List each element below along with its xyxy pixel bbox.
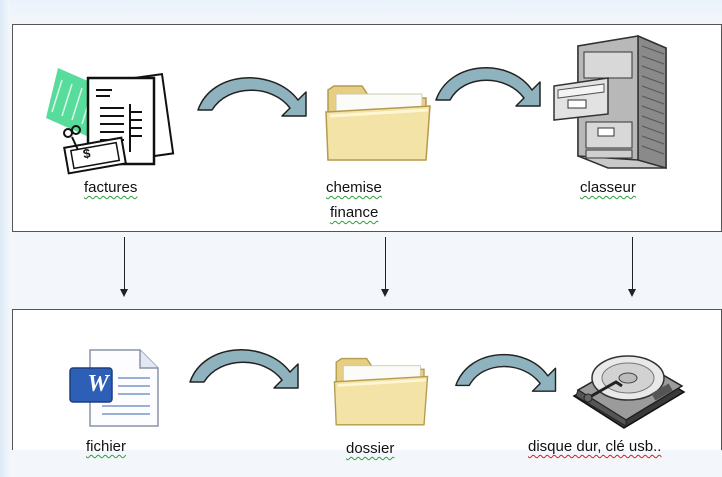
hard-drive-icon bbox=[572, 355, 686, 429]
folder-icon bbox=[333, 357, 429, 426]
filing-cabinet-icon bbox=[553, 34, 667, 169]
background-left-edge bbox=[0, 0, 10, 477]
word-letter: W bbox=[87, 371, 109, 397]
down-arrow-line bbox=[385, 237, 386, 289]
folder-icon bbox=[325, 85, 431, 161]
background-top-edge bbox=[0, 0, 722, 24]
word-document-icon bbox=[69, 349, 159, 427]
label-fichier: fichier bbox=[86, 438, 127, 455]
down-arrow-line bbox=[632, 237, 633, 289]
label-factures: factures bbox=[84, 179, 138, 196]
label-finance: finance bbox=[330, 204, 379, 221]
down-arrow-head bbox=[628, 289, 636, 297]
curved-arrow-icon bbox=[197, 77, 307, 117]
label-disque: disque dur, clé usb.. bbox=[528, 438, 662, 455]
down-arrow-line bbox=[124, 237, 125, 289]
label-dossier: dossier bbox=[346, 440, 395, 457]
curved-arrow-icon bbox=[189, 349, 299, 389]
down-arrow-head bbox=[381, 289, 389, 297]
curved-arrow-icon bbox=[455, 354, 557, 392]
invoice-documents-icon bbox=[46, 68, 175, 175]
curved-arrow-icon bbox=[435, 67, 541, 107]
label-chemise: chemise bbox=[326, 179, 382, 196]
label-classeur: classeur bbox=[580, 179, 636, 196]
down-arrow-head bbox=[120, 289, 128, 297]
